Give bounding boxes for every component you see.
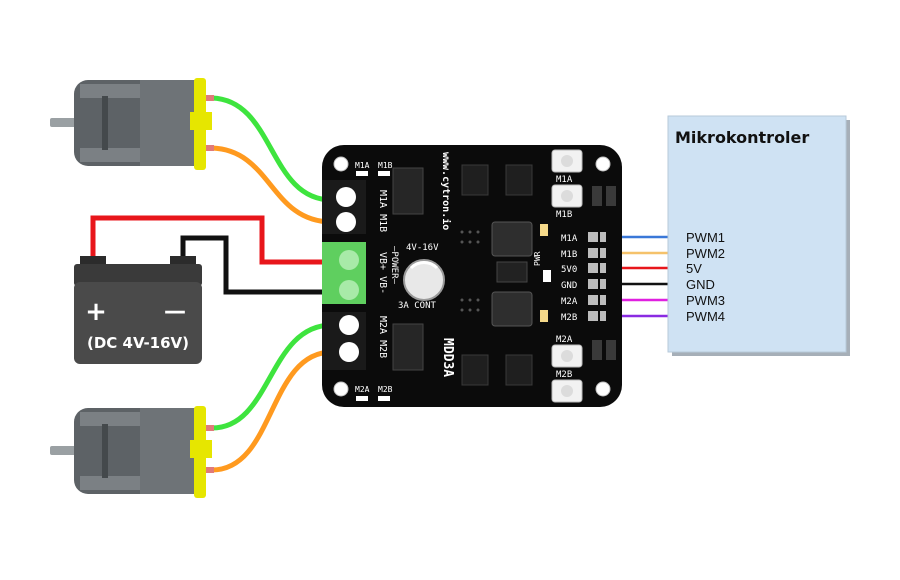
header-label-gnd: GND xyxy=(561,281,577,291)
top-pad-label-m1a: M1A xyxy=(355,161,370,170)
mcu-title: Mikrokontroler xyxy=(675,128,809,147)
mounting-hole xyxy=(595,156,611,172)
terminal-block-m2 xyxy=(322,312,366,370)
terminal-label-m2: M2A M2B xyxy=(377,316,388,358)
battery-red-wire xyxy=(90,215,332,265)
driver-ic xyxy=(392,167,424,215)
microcontroller: Mikrokontroler PWM1 PWM2 5V GND PWM3 PWM… xyxy=(667,115,850,356)
terminal-label-m1: M1A M1B xyxy=(377,190,388,232)
motor-2-wires xyxy=(211,322,333,473)
mounting-hole xyxy=(333,381,349,397)
button-label-m2a: M2A xyxy=(556,335,573,345)
motor-1-orange-wire xyxy=(211,145,333,225)
bottom-pad-label-m2a: M2A xyxy=(355,385,370,394)
motor-2-green-wire xyxy=(211,322,333,431)
header-label-m2b: M2B xyxy=(561,313,577,323)
mcu-pin-gnd: GND xyxy=(686,277,715,292)
motor-1-wires xyxy=(211,95,333,225)
power-label: —POWER— xyxy=(389,246,399,285)
board-button-m1a xyxy=(551,149,583,173)
mosfet-chip xyxy=(491,291,533,327)
board-button-m2a xyxy=(551,344,583,368)
board-model-text: MDD3A xyxy=(440,338,455,377)
led xyxy=(540,224,548,236)
battery-black-wire xyxy=(180,235,332,295)
mcu-pin-pwm1: PWM1 xyxy=(686,230,725,245)
button-label-m1a: M1A xyxy=(556,175,573,185)
header-label-m2a: M2A xyxy=(561,297,578,307)
board-website-text: www.cytron.io xyxy=(440,152,452,230)
battery-plus-sign: + xyxy=(85,297,107,327)
pwr-label: PWR xyxy=(533,251,542,266)
motor-1-green-wire xyxy=(211,95,333,203)
board-button-m2b xyxy=(551,379,583,403)
header-label-m1a: M1A xyxy=(561,234,578,244)
top-pad-label-m1b: M1B xyxy=(378,161,393,170)
dc-motor-2 xyxy=(50,406,214,498)
mcu-pin-pwm3: PWM3 xyxy=(686,293,725,308)
mounting-hole xyxy=(333,156,349,172)
terminal-label-power: VB+ VB- xyxy=(377,252,388,294)
battery-wires xyxy=(90,215,332,295)
button-label-m2b: M2B xyxy=(556,370,572,380)
terminal-block-power xyxy=(322,242,366,304)
mcu-pin-5v: 5V xyxy=(686,261,702,276)
battery: + — (DC 4V-16V) xyxy=(74,256,202,364)
mcu-pin-pwm4: PWM4 xyxy=(686,309,725,324)
mounting-hole xyxy=(595,381,611,397)
mcu-pin-pwm2: PWM2 xyxy=(686,246,725,261)
header-label-5v0: 5V0 xyxy=(561,265,577,275)
led xyxy=(540,310,548,322)
terminal-block-m1 xyxy=(322,180,366,234)
motor-2-orange-wire xyxy=(211,349,333,473)
header-pins xyxy=(588,232,606,321)
board-button-m1b xyxy=(551,184,583,208)
button-label-m1b: M1B xyxy=(556,210,572,220)
driver-ic xyxy=(392,323,424,371)
capacitor xyxy=(403,259,445,301)
motor-driver-board: M1A M1B VB+ VB- M2A M2B —POWER— M1A M1B … xyxy=(322,145,622,407)
board-voltage-text: 4V-16V xyxy=(406,243,439,253)
mosfet-chip xyxy=(491,221,533,257)
battery-voltage-label: (DC 4V-16V) xyxy=(87,334,189,352)
header-label-m1b: M1B xyxy=(561,250,577,260)
board-current-text: 3A CONT xyxy=(398,301,437,311)
dc-motor-1 xyxy=(50,78,214,170)
battery-minus-sign: — xyxy=(164,299,186,324)
bottom-pad-label-m2b: M2B xyxy=(378,385,393,394)
